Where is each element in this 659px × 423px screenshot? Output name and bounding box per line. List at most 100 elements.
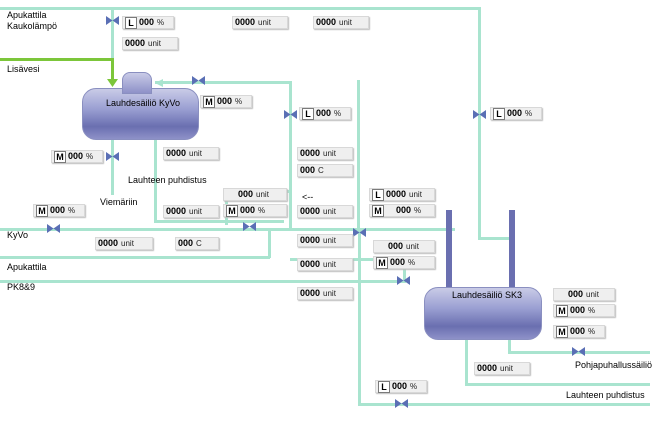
tag-m: M (36, 204, 48, 217)
motor-indicator-c2[interactable]: M 000 % (373, 256, 435, 269)
flow-indicator-center4[interactable]: 0000 unit (297, 258, 353, 271)
unit-percent: % (525, 109, 533, 118)
level-indicator-right[interactable]: L 000 % (490, 107, 542, 120)
pipe-tank1-drain (111, 140, 114, 195)
label-lisavesi: Lisävesi (7, 64, 40, 74)
tag-l: L (372, 188, 384, 201)
level-indicator-top[interactable]: L 000 % (122, 16, 174, 29)
temp-value: 000 (300, 165, 316, 175)
flow-indicator-apu[interactable]: 0000 unit (95, 237, 153, 250)
tag-l: L (493, 107, 505, 120)
unit-unit: unit (586, 290, 599, 299)
flow-indicator-a1[interactable]: 000 unit (223, 188, 287, 201)
pipe-apukattila-up (268, 228, 271, 258)
unit-percent: % (86, 152, 94, 161)
valve-kyvo[interactable] (47, 224, 60, 233)
level-value: 0000 (386, 189, 407, 199)
motor-value: 000 (396, 205, 412, 215)
flow-value: 0000 (98, 238, 119, 248)
level-value: 000 (139, 17, 155, 27)
pipe-lisavesi-down (111, 58, 114, 80)
tank-sk3-label: Lauhdesäiliö SK3 (452, 290, 523, 300)
unit-unit: unit (406, 242, 419, 251)
pipe-apukattila (0, 256, 270, 259)
label-lauhteen-puhdistus-top: Lauhteen puhdistus (128, 175, 207, 185)
valve-mid2[interactable] (243, 222, 256, 231)
flow-indicator-kyvo-row[interactable]: 0000 unit (163, 205, 219, 218)
valve-right[interactable] (473, 110, 486, 119)
unit-percent: % (410, 382, 418, 391)
tag-m: M (226, 204, 238, 217)
motor-value: 000 (50, 205, 66, 215)
motor-indicator-tank1[interactable]: M 000 % (200, 95, 252, 108)
tank-sk3[interactable] (424, 287, 542, 340)
flow-indicator-tank1-bottom[interactable]: 0000 unit (163, 147, 219, 160)
tank-kyvo[interactable] (82, 88, 199, 140)
pipe-kyvo (0, 228, 455, 231)
motor-indicator-sk3-2[interactable]: M 000 % (553, 325, 605, 338)
pipe-sk3-blow (508, 336, 511, 354)
flow-value: 0000 (300, 206, 321, 216)
flow-indicator-center3[interactable]: 0000 unit (297, 234, 353, 247)
unit-unit: unit (323, 149, 336, 158)
level-indicator-bottom[interactable]: L 000 % (375, 380, 427, 393)
valve-drain[interactable] (106, 152, 119, 161)
valve-top[interactable] (106, 16, 119, 25)
temp-indicator-center1[interactable]: 000 C (297, 164, 353, 177)
flow-indicator-center5[interactable]: 0000 unit (297, 287, 353, 300)
flow-value: 0000 (235, 17, 256, 27)
motor-indicator-sk3-1[interactable]: M 000 % (553, 304, 615, 317)
unit-percent: % (588, 327, 596, 336)
flow-value: 0000 (166, 206, 187, 216)
motor-indicator-a2[interactable]: M 000 % (223, 204, 287, 217)
valve-mid[interactable] (284, 110, 297, 119)
pipe-sk3-vent2 (509, 210, 515, 290)
motor-value: 000 (570, 326, 586, 336)
pipe-pk89-down (403, 258, 406, 283)
motor-value: 000 (240, 205, 256, 215)
unit-percent: % (157, 18, 165, 27)
unit-unit: unit (409, 190, 422, 199)
pipe-top-header (0, 7, 480, 10)
level-indicator-b1[interactable]: L 0000 unit (369, 188, 435, 201)
unit-unit: unit (323, 289, 336, 298)
pipe-feed-tank1 (111, 7, 114, 79)
valve-center-down[interactable] (353, 228, 366, 237)
flow-indicator-header1[interactable]: 0000 unit (232, 16, 288, 29)
motor-indicator-kyvo[interactable]: M 000 % (33, 204, 85, 217)
level-value: 000 (392, 381, 408, 391)
unit-unit: unit (189, 149, 202, 158)
flow-indicator-center1[interactable]: 0000 unit (297, 147, 353, 160)
flow-indicator-c1[interactable]: 000 unit (373, 240, 435, 253)
flow-indicator-center2[interactable]: 0000 unit (297, 205, 353, 218)
motor-indicator-b2[interactable]: M 000 % (369, 204, 435, 217)
valve-bottom[interactable] (395, 399, 408, 408)
flow-value: 0000 (166, 148, 187, 158)
unit-unit: unit (323, 207, 336, 216)
unit-unit: unit (500, 364, 513, 373)
valve-pk89[interactable] (397, 276, 410, 285)
motor-value: 000 (570, 305, 586, 315)
flow-value: 0000 (300, 148, 321, 158)
label-viemariin: Viemäriin (100, 197, 138, 207)
flow-indicator-top[interactable]: 0000 unit (122, 37, 178, 50)
tank-kyvo-label: Lauhdesäiliö KyVo (106, 98, 181, 108)
motor-indicator-left[interactable]: M 000 % (51, 150, 103, 163)
valve-blowdown[interactable] (572, 347, 585, 356)
label-apukattila-top: Apukattila (7, 10, 47, 20)
unit-percent: % (68, 206, 76, 215)
temp-indicator-apu[interactable]: 000 C (175, 237, 219, 250)
unit-unit: unit (189, 207, 202, 216)
pipe-center-down (358, 228, 361, 406)
unit-celsius: C (318, 166, 324, 175)
tag-l: L (302, 107, 314, 120)
level-indicator-mid[interactable]: L 000 % (299, 107, 351, 120)
pipe-return-top (155, 81, 291, 84)
flow-indicator-sk3[interactable]: 000 unit (553, 288, 615, 301)
unit-unit: unit (323, 236, 336, 245)
flow-indicator-header2[interactable]: 0000 unit (313, 16, 369, 29)
valve-return[interactable] (192, 76, 205, 85)
label-apukattila: Apukattila (7, 262, 47, 272)
pipe-return-vert (289, 81, 292, 231)
flow-indicator-sk3-bottom[interactable]: 0000 unit (474, 362, 530, 375)
